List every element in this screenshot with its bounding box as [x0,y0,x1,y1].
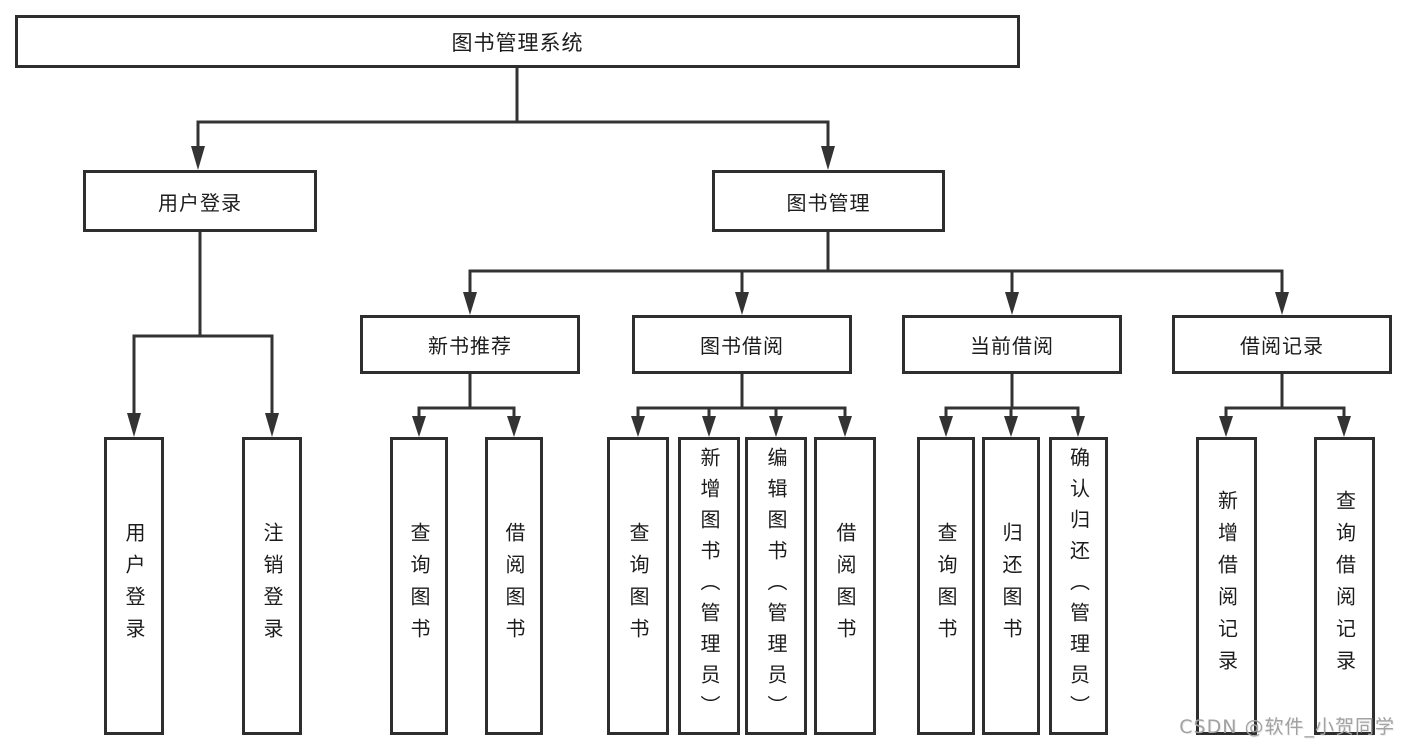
leaf-user-login: 用户登录 [104,437,164,735]
connector-book-management-children [463,230,1289,315]
connector-borrowing-records-children [1219,372,1351,437]
leaf-borrow-books-label: 借阅图书 [833,522,857,650]
leaf-add-books-admin-label: 新增图书（管理员） [697,446,721,726]
leaf-query-books-current-label: 查询图书 [934,522,958,650]
node-new-book-recommendation: 新书推荐 [360,315,580,374]
leaf-query-books-current: 查询图书 [917,437,975,735]
leaf-borrow-books: 借阅图书 [814,437,876,735]
node-book-borrowing: 图书借阅 [632,315,852,374]
node-book-management: 图书管理 [712,170,945,232]
leaf-user-login-label: 用户登录 [122,522,146,650]
leaf-edit-books-admin: 编辑图书（管理员） [745,437,807,735]
leaf-confirm-return-admin-label: 确认归还（管理员） [1066,446,1091,726]
connector-user-login-children [127,230,279,437]
leaf-query-books-recommend: 查询图书 [390,437,448,735]
leaf-query-borrow-record-label: 查询借阅记录 [1332,490,1357,682]
leaf-borrow-books-recommend: 借阅图书 [485,437,543,735]
leaf-logout: 注销登录 [242,437,302,735]
connector-book-borrowing-children [631,372,852,437]
leaf-return-books-label: 归还图书 [999,522,1023,650]
leaf-query-borrow-record: 查询借阅记录 [1314,437,1375,735]
leaf-query-books-borrowing: 查询图书 [607,437,669,735]
leaf-return-books: 归还图书 [982,437,1040,735]
csdn-watermark: CSDN @软件_小贺同学 [1179,716,1395,738]
leaf-query-books-borrowing-label: 查询图书 [626,522,650,650]
leaf-logout-label: 注销登录 [260,522,284,650]
node-borrowing-records: 借阅记录 [1172,315,1392,374]
leaf-add-borrow-record: 新增借阅记录 [1196,437,1257,735]
connector-new-book-recommendation-children [412,372,521,437]
node-user-login: 用户登录 [83,170,317,232]
leaf-add-borrow-record-label: 新增借阅记录 [1214,490,1239,682]
leaf-add-books-admin: 新增图书（管理员） [678,437,740,735]
leaf-query-books-recommend-label: 查询图书 [407,522,431,650]
connector-root-to-level2 [191,66,835,170]
node-current-borrowing: 当前借阅 [902,315,1122,374]
node-root: 图书管理系统 [15,15,1020,68]
leaf-confirm-return-admin: 确认归还（管理员） [1049,437,1108,735]
connector-current-borrowing-children [939,372,1085,437]
leaf-edit-books-admin-label: 编辑图书（管理员） [764,446,788,726]
leaf-borrow-books-recommend-label: 借阅图书 [502,522,526,650]
